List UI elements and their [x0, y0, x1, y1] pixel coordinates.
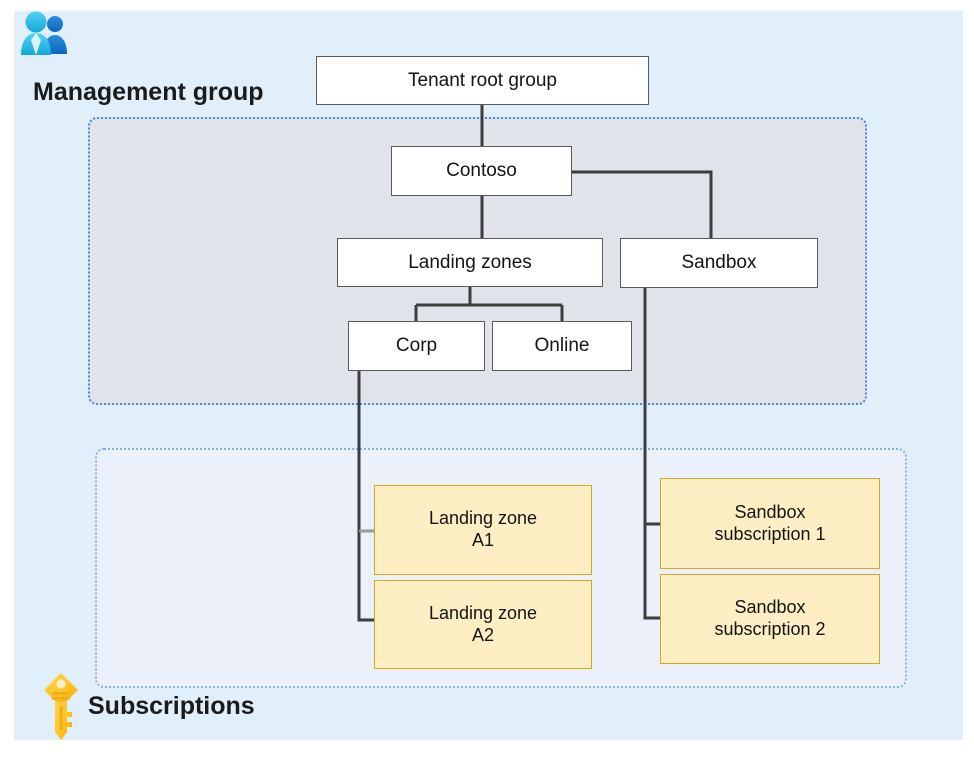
node-tenant-root-group[interactable]: Tenant root group	[316, 56, 649, 105]
node-label: Landing zones	[408, 251, 532, 273]
node-sandbox-subscription-1[interactable]: Sandbox subscription 1	[660, 478, 880, 569]
node-label: Online	[534, 335, 590, 357]
management-group-label: Management group	[33, 78, 264, 106]
node-label: Contoso	[446, 160, 517, 182]
node-label: Sandbox subscription 1	[714, 502, 825, 546]
node-label: Landing zone A2	[429, 603, 537, 647]
node-contoso[interactable]: Contoso	[391, 146, 572, 196]
node-label: Sandbox subscription 2	[714, 597, 825, 641]
subscriptions-label: Subscriptions	[88, 692, 255, 720]
node-label: Sandbox	[681, 252, 757, 274]
node-label-line1: Sandbox	[734, 597, 806, 618]
node-label-line2: subscription 1	[714, 523, 826, 544]
node-label: Landing zone A1	[429, 508, 537, 552]
node-landing-zones[interactable]: Landing zones	[337, 238, 603, 287]
node-label-line1: Landing zone	[428, 508, 538, 529]
node-label: Corp	[395, 335, 438, 357]
node-label-line2: A2	[471, 624, 494, 645]
wire-sandbox-to-subscription-2	[643, 288, 660, 620]
people-icon	[21, 11, 67, 55]
node-label-line1: Sandbox	[734, 501, 806, 522]
node-label-line1: Landing zone	[428, 602, 538, 623]
node-sandbox-subscription-2[interactable]: Sandbox subscription 2	[660, 574, 880, 664]
node-corp[interactable]: Corp	[348, 321, 485, 371]
node-sandbox[interactable]: Sandbox	[620, 238, 818, 288]
key-icon	[44, 673, 78, 740]
node-label-line2: subscription 2	[714, 619, 826, 639]
node-online[interactable]: Online	[492, 321, 632, 371]
wire-contoso-to-sandbox	[572, 170, 713, 238]
wire-corp-to-landingzone-a2	[357, 371, 374, 622]
node-label: Tenant root group	[408, 69, 557, 91]
node-landing-zone-a2[interactable]: Landing zone A2	[374, 580, 592, 669]
node-label-line2: A1	[471, 530, 494, 550]
node-landing-zone-a1[interactable]: Landing zone A1	[374, 485, 592, 575]
